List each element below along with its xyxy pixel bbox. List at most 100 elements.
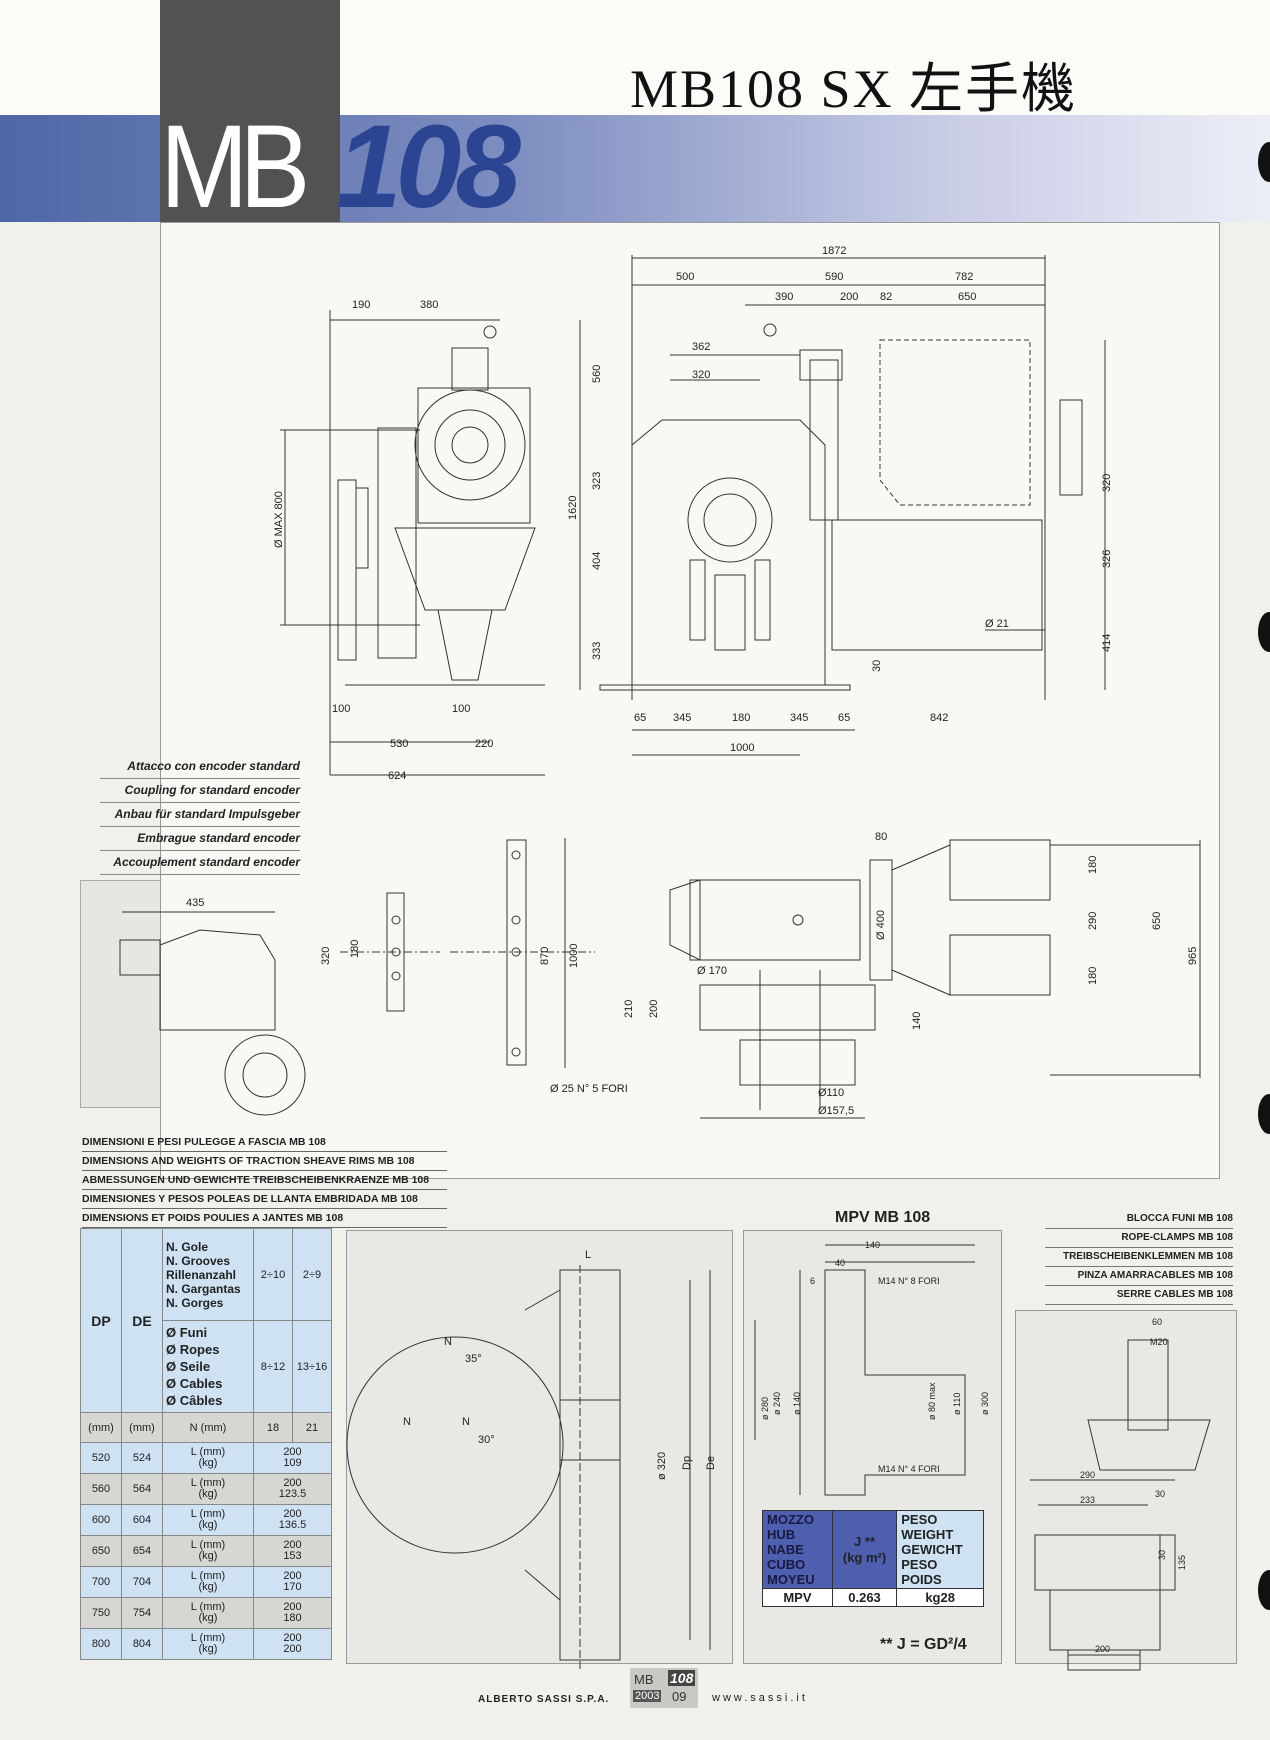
plan-dim-180: 180 bbox=[349, 940, 361, 958]
plan-dim-320: 320 bbox=[320, 947, 332, 965]
sheave-L: L bbox=[585, 1249, 591, 1261]
dim-380: 380 bbox=[420, 299, 438, 311]
plan-dim-80: 80 bbox=[875, 831, 887, 843]
plan-dim-holes: Ø 25 N° 5 FORI bbox=[550, 1083, 628, 1095]
dim-362: 362 bbox=[692, 341, 710, 353]
encoder-caption: Coupling for standard encoder bbox=[100, 779, 300, 803]
clamp-dim-233: 233 bbox=[1080, 1495, 1095, 1505]
plan-dim-210: 210 bbox=[623, 1000, 635, 1018]
dim-320b: 320 bbox=[1101, 474, 1113, 492]
mpv-dim-40: 40 bbox=[835, 1258, 845, 1268]
mpv-title: MPV MB 108 bbox=[835, 1209, 931, 1226]
clamp-dim-60: 60 bbox=[1152, 1317, 1162, 1327]
footer-year: 2003 bbox=[633, 1690, 662, 1702]
sheave-N3: N bbox=[462, 1416, 470, 1428]
rims-title: DIMENSIONI E PESI PULEGGE A FASCIA MB 10… bbox=[82, 1133, 447, 1152]
mpv-row-j: 0.263 bbox=[831, 1588, 898, 1607]
footer-url: www.sassi.it bbox=[712, 1692, 808, 1704]
binder-hole bbox=[1258, 1094, 1270, 1134]
dim-650: 650 bbox=[958, 291, 976, 303]
sheave-angle30: 30° bbox=[478, 1434, 495, 1446]
clamp-dim-200: 200 bbox=[1095, 1644, 1110, 1654]
plan-dim-290: 290 bbox=[1087, 912, 1099, 930]
dim-1872: 1872 bbox=[822, 245, 846, 257]
plan-dim-200: 200 bbox=[648, 1000, 660, 1018]
rope-clamp-drawing bbox=[1030, 1339, 1211, 1671]
sheave-drawing bbox=[346, 1265, 711, 1670]
binder-hole bbox=[1258, 612, 1270, 652]
clamps-title: TREIBSCHEIBENKLEMMEN MB 108 bbox=[1045, 1248, 1233, 1267]
dim-530: 530 bbox=[390, 738, 408, 750]
clamps-title: PINZA AMARRACABLES MB 108 bbox=[1045, 1267, 1233, 1286]
col-dp: DP bbox=[80, 1228, 122, 1413]
ropes-b: 13÷16 bbox=[292, 1320, 332, 1413]
dim-590: 590 bbox=[825, 271, 843, 283]
clamp-dim-135: 135 bbox=[1177, 1555, 1187, 1570]
dim-326: 326 bbox=[1101, 550, 1113, 568]
dim-333: 333 bbox=[591, 642, 603, 660]
col-de: DE bbox=[121, 1228, 163, 1413]
dim-200: 200 bbox=[840, 291, 858, 303]
mpv-holes-8: M14 N° 8 FORI bbox=[878, 1276, 940, 1286]
plan-dim-d170: Ø 170 bbox=[697, 965, 727, 977]
plan-dim-1000: 1000 bbox=[568, 944, 580, 968]
footer-page: 09 bbox=[672, 1689, 687, 1704]
plan-dim-d400: Ø 400 bbox=[875, 910, 887, 940]
side-view-drawing bbox=[280, 310, 545, 776]
dim-220: 220 bbox=[475, 738, 493, 750]
clamp-dim-m20: M20 bbox=[1150, 1337, 1168, 1347]
encoder-caption: Embrague standard encoder bbox=[100, 827, 300, 851]
logo-number: 108 bbox=[336, 101, 521, 233]
clamps-titles: BLOCCA FUNI MB 108 ROPE-CLAMPS MB 108 TR… bbox=[1045, 1210, 1233, 1305]
mpv-dim-300: ø 300 bbox=[980, 1392, 990, 1415]
dim-82: 82 bbox=[880, 291, 892, 303]
mpv-dim-280: ø 280 bbox=[760, 1397, 770, 1420]
dim-30: 30 bbox=[871, 660, 883, 672]
clamp-dim-30b: 30 bbox=[1157, 1550, 1167, 1560]
dim-100b: 100 bbox=[452, 703, 470, 715]
clamps-title: BLOCCA FUNI MB 108 bbox=[1045, 1210, 1233, 1229]
page-title: MB108 SX 左手機 bbox=[630, 59, 1078, 119]
plan-dim-d110: Ø110 bbox=[818, 1087, 844, 1099]
footer-mb: MB bbox=[634, 1672, 654, 1687]
footer-num: 108 bbox=[668, 1670, 696, 1686]
clamp-dim-30a: 30 bbox=[1155, 1489, 1165, 1499]
dim-624: 624 bbox=[388, 770, 406, 782]
dim-max800: Ø MAX 800 bbox=[273, 491, 285, 548]
mpv-note: ** J = GD²/4 bbox=[880, 1636, 967, 1653]
encoder-caption: Accouplement standard encoder bbox=[100, 851, 300, 875]
grooves-a: 2÷10 bbox=[253, 1228, 293, 1321]
dim-842: 842 bbox=[930, 712, 948, 724]
rims-title: ABMESSUNGEN UND GEWICHTE TREIBSCHEIBENKR… bbox=[82, 1171, 447, 1190]
ropes-a: 8÷12 bbox=[253, 1320, 293, 1413]
dim-180: 180 bbox=[732, 712, 750, 724]
main-drawing-frame bbox=[160, 222, 1220, 1179]
mpv-row-weight: kg28 bbox=[896, 1588, 984, 1607]
plan-dim-650: 650 bbox=[1151, 912, 1163, 930]
sheave-Dp: Dp bbox=[681, 1456, 693, 1470]
mpv-col-j: J **(kg m²) bbox=[831, 1510, 898, 1589]
sheave-angle35: 35° bbox=[465, 1353, 482, 1365]
clamps-title: SERRE CABLES MB 108 bbox=[1045, 1286, 1233, 1305]
mpv-holes-4: M14 N° 4 FORI bbox=[878, 1464, 940, 1474]
logo-mb: MB bbox=[160, 101, 310, 233]
dim-320a: 320 bbox=[692, 369, 710, 381]
plan-dim-140: 140 bbox=[911, 1012, 923, 1030]
mpv-hub-drawing bbox=[754, 1244, 975, 1496]
dim-345b: 345 bbox=[790, 712, 808, 724]
rims-title: DIMENSIONES Y PESOS POLEAS DE LLANTA EMB… bbox=[82, 1190, 447, 1209]
plan-dim-180b: 180 bbox=[1087, 967, 1099, 985]
dim-404: 404 bbox=[591, 552, 603, 570]
mpv-dim-140b: ø 140 bbox=[792, 1392, 802, 1415]
mpv-dim-80: ø 80 max bbox=[927, 1382, 937, 1420]
dim-65a: 65 bbox=[634, 712, 646, 724]
plan-view-drawing bbox=[340, 838, 1201, 1119]
plan-dim-180a: 180 bbox=[1087, 856, 1099, 874]
plan-dim-870: 870 bbox=[539, 947, 551, 965]
